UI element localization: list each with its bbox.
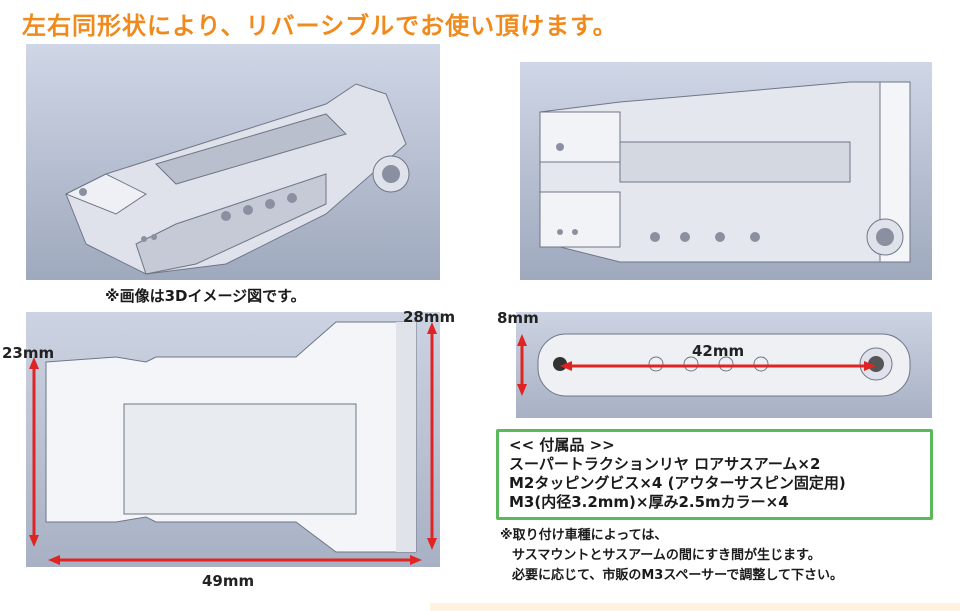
- accessories-title: << 付属品 >>: [509, 436, 615, 454]
- note-line: ※取り付け車種によっては、: [500, 528, 668, 543]
- dimension-hole-span: 42mm: [692, 342, 745, 360]
- arm-side-view-illustration: [517, 333, 911, 397]
- image-caption: ※画像は3Dイメージ図です。: [105, 287, 306, 305]
- render-3d-angled: [26, 44, 440, 280]
- accessory-item: M2タッピングビス×4 (アウターサスピン固定用): [509, 474, 846, 492]
- note-line: 必要に応じて、市販のM3スペーサーで調整して下さい。: [512, 568, 843, 583]
- accessory-item: スーパートラクションリヤ ロアサスアーム×2: [509, 455, 821, 473]
- dimension-width-bottom: 49mm: [202, 572, 255, 590]
- arm-3d-side-illustration: [539, 81, 911, 263]
- render-3d-side: [520, 62, 932, 280]
- headline: 左右同形状により、リバーシブルでお使い頂けます。: [22, 12, 618, 40]
- arm-top-view-illustration: [29, 321, 437, 565]
- bottom-decoration: [430, 603, 960, 611]
- arm-3d-angled-illustration: [64, 83, 410, 275]
- accessories-box: << 付属品 >> スーパートラクションリヤ ロアサスアーム×2 M2タッピング…: [496, 429, 933, 520]
- note-line: サスマウントとサスアームの間にすき間が生じます。: [512, 548, 821, 563]
- drawing-top-view: [26, 312, 440, 567]
- installation-note: ※取り付け車種によっては、 サスマウントとサスアームの間にすき間が生じます。 必…: [500, 526, 843, 586]
- drawing-side-view: [516, 312, 932, 418]
- dimension-height-right: 28mm: [403, 308, 456, 326]
- accessory-item: M3(内径3.2mm)×厚み2.5mカラー×4: [509, 493, 789, 511]
- dimension-thickness: 8mm: [497, 309, 539, 327]
- dimension-height-left: 23mm: [2, 344, 55, 362]
